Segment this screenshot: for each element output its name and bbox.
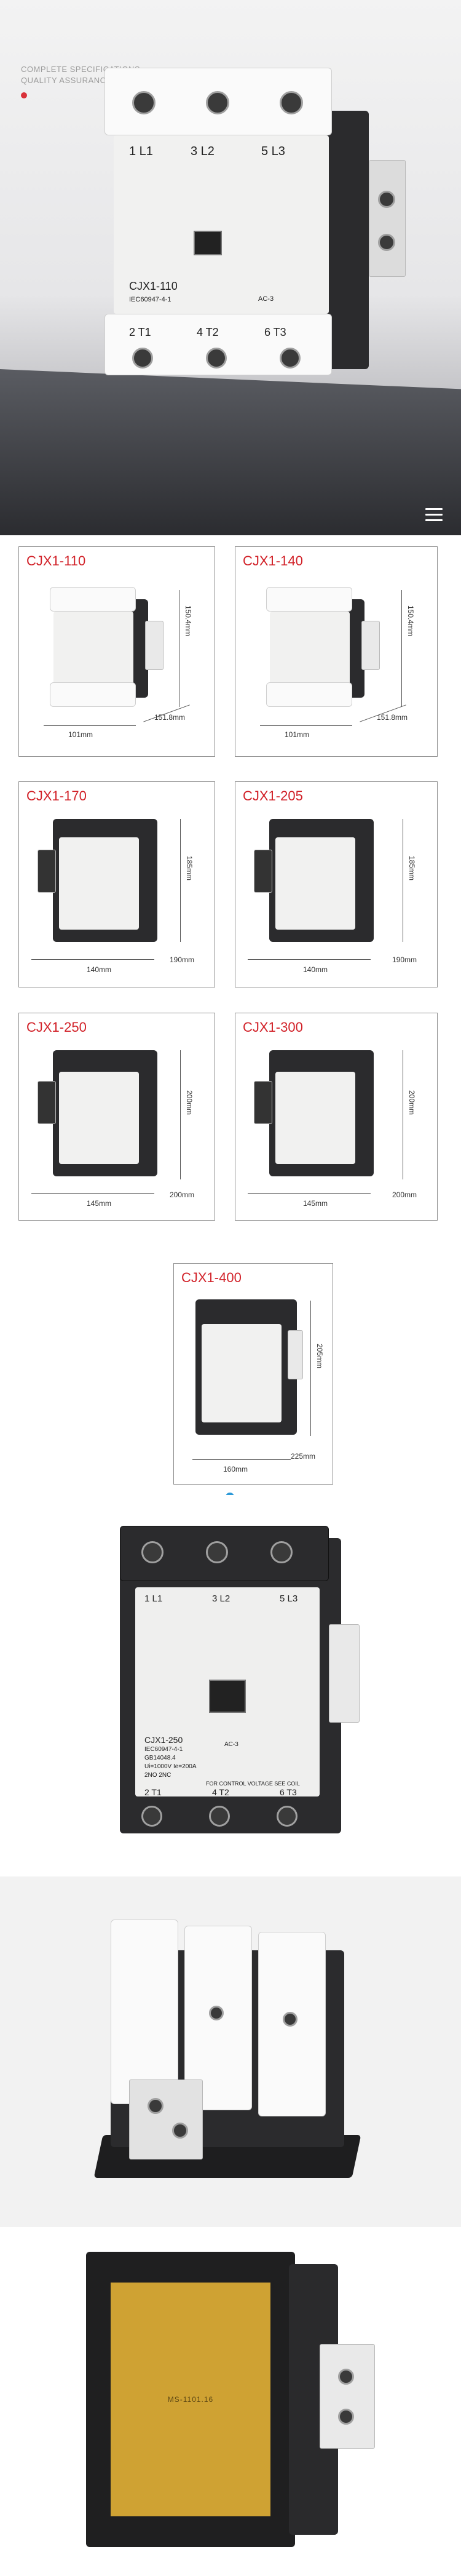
hero-terminal-top-2: 3 L2 <box>191 145 215 158</box>
front-terminal-top-3: 5 L3 <box>280 1593 298 1604</box>
front-indicator-window <box>209 1680 246 1713</box>
hero-terminal-bottom-2: 4 T2 <box>197 326 219 338</box>
model-image <box>50 587 167 710</box>
front-contactor: 1 L1 3 L2 5 L3 CJX1-250 IEC60947-4-1 GB1… <box>108 1526 366 1846</box>
dim-depth: 151.8mm <box>377 713 408 722</box>
dim-height: 205mm <box>315 1344 324 1369</box>
front-spec-3: Ui=1000V Ie=200A <box>144 1763 197 1770</box>
model-image <box>254 813 389 948</box>
dim-depth: 151.8mm <box>154 713 186 722</box>
photo-rear-view: MS-1101.16 <box>0 2227 461 2576</box>
model-card: CJX1-400 205mm 160mm 225mm <box>173 1263 333 1485</box>
photo-angled-view <box>0 1876 461 2227</box>
model-image <box>266 587 383 710</box>
dim-width: 145mm <box>87 1199 112 1208</box>
dim-depth: 225mm <box>291 1452 316 1461</box>
model-name: CJX1-140 <box>243 553 303 568</box>
dim-depth: 200mm <box>170 1190 195 1199</box>
photo-front-view: 1 L1 3 L2 5 L3 CJX1-250 IEC60947-4-1 GB1… <box>0 1495 461 1876</box>
front-terminal-bottom-2: 4 T2 <box>212 1787 229 1797</box>
front-ac-label: AC-3 <box>224 1741 238 1748</box>
dim-height: 200mm <box>185 1090 194 1115</box>
front-spec-2: GB14048.4 <box>144 1755 176 1761</box>
front-terminal-top-2: 3 L2 <box>212 1593 230 1604</box>
menu-icon[interactable] <box>425 508 443 522</box>
hero-terminal-top-1: 1 L1 <box>129 145 153 158</box>
hero-ac-label: AC-3 <box>258 295 274 303</box>
dim-height: 185mm <box>185 856 194 881</box>
hero-pedestal <box>0 369 461 535</box>
dim-depth: 190mm <box>170 955 195 964</box>
dim-height: 200mm <box>408 1090 416 1115</box>
dim-width: 160mm <box>223 1465 248 1473</box>
dim-height: 150.4mm <box>406 605 415 637</box>
model-card: CJX1-300 200mm 145mm 200mm <box>235 1013 438 1221</box>
dim-width: 101mm <box>68 730 93 739</box>
model-name: CJX1-300 <box>243 1019 303 1035</box>
front-coil-note: FOR CONTROL VOLTAGE SEE COIL <box>206 1780 300 1787</box>
hero-terminal-bottom-1: 2 T1 <box>129 326 151 338</box>
front-model: CJX1-250 <box>144 1735 183 1745</box>
model-card: CJX1-250 200mm 145mm 200mm <box>18 1013 215 1221</box>
dim-depth: 190mm <box>392 955 417 964</box>
model-image <box>254 1044 389 1182</box>
rear-label-plate: MS-1101.16 <box>111 2283 270 2516</box>
dim-width: 140mm <box>87 965 112 974</box>
model-card: CJX1-140 150.4mm 101mm 151.8mm <box>235 546 438 757</box>
hero-terminal-top-3: 5 L3 <box>261 145 285 158</box>
model-image <box>37 813 173 948</box>
model-image <box>37 1044 173 1182</box>
hero-red-dot <box>21 92 27 98</box>
model-name: CJX1-110 <box>26 553 86 568</box>
model-name: CJX1-170 <box>26 788 87 804</box>
hero-banner: COMPLETE SPECIFICATIONS QUALITY ASSURANC… <box>0 0 461 535</box>
angled-contactor <box>86 1913 381 2196</box>
model-name: CJX1-205 <box>243 788 303 804</box>
model-name: CJX1-250 <box>26 1019 87 1035</box>
hero-contactor: 1 L1 3 L2 5 L3 CJX1-110 IEC60947-4-1 AC-… <box>98 68 418 412</box>
hero-spec-1: IEC60947-4-1 <box>129 296 171 303</box>
front-spec-1: IEC60947-4-1 <box>144 1746 183 1753</box>
model-card: CJX1-110 150.4mm 101mm 151.8mm <box>18 546 215 757</box>
dim-height: 185mm <box>408 856 416 881</box>
front-terminal-bottom-1: 2 T1 <box>144 1787 162 1797</box>
front-terminal-top-1: 1 L1 <box>144 1593 163 1604</box>
model-name: CJX1-400 <box>181 1270 242 1285</box>
dimensions-section: CJX1-110 150.4mm 101mm 151.8mm CJX1-140 <box>0 535 461 1501</box>
model-card: CJX1-170 185mm 140mm 190mm <box>18 781 215 987</box>
hero-model: CJX1-110 <box>129 280 178 292</box>
dim-height: 150.4mm <box>184 605 192 637</box>
dim-width: 140mm <box>303 965 328 974</box>
dim-width: 101mm <box>285 730 310 739</box>
rear-contactor: MS-1101.16 <box>86 2252 381 2559</box>
model-card: CJX1-205 185mm 140mm 190mm <box>235 781 438 987</box>
dim-width: 145mm <box>303 1199 328 1208</box>
dim-depth: 200mm <box>392 1190 417 1199</box>
front-spec-4: 2NO 2NC <box>144 1772 171 1779</box>
rear-plate-text: MS-1101.16 <box>167 2395 214 2404</box>
model-image <box>186 1293 309 1447</box>
front-terminal-bottom-3: 6 T3 <box>280 1787 297 1797</box>
hero-indicator-window <box>194 231 222 255</box>
hero-terminal-bottom-3: 6 T3 <box>264 326 286 338</box>
hero-caption-line2: QUALITY ASSURANCE <box>21 76 112 85</box>
